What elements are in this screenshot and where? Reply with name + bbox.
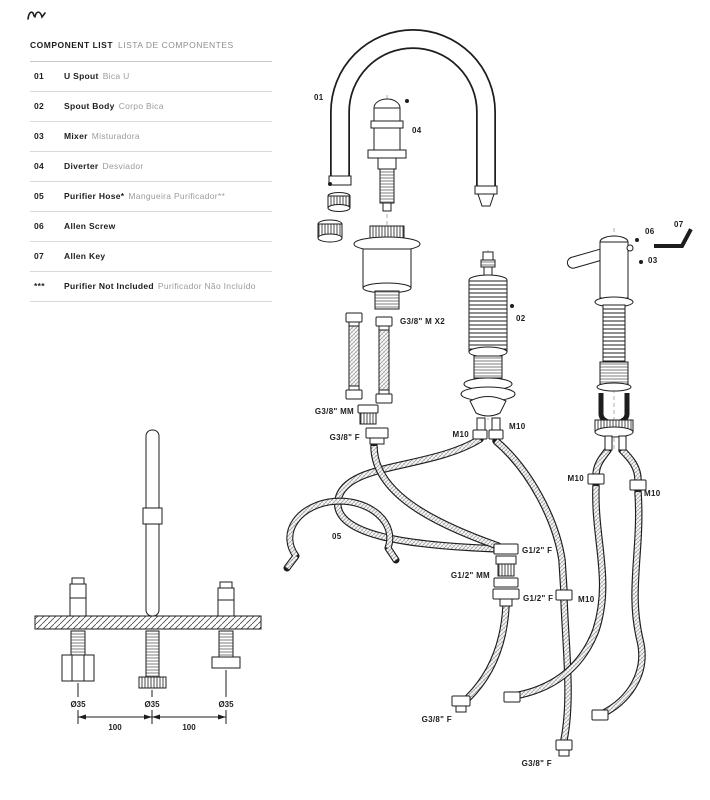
- spout-base-drawing: [353, 225, 421, 310]
- component-row-06: 06 Allen Screw: [30, 212, 272, 242]
- hole-diameter-1: Ø35: [70, 700, 86, 709]
- fitting-label-g12-f-2: G1/2" F: [523, 594, 553, 603]
- fitting-label-m10-4: M10: [644, 489, 661, 498]
- component-name-en: Allen Key: [64, 251, 106, 261]
- component-num: 03: [34, 131, 45, 141]
- component-list-title-pt: LISTA DE COMPONENTES: [118, 40, 234, 50]
- callout-04: 04: [412, 126, 422, 135]
- fitting-label-g38-m-x2: G3/8" M X2: [400, 317, 445, 326]
- fitting-label-m10-2: M10: [509, 422, 526, 431]
- component-name-pt: Mangueira Purificador**: [128, 191, 226, 201]
- component-row-07: 07 Allen Key: [30, 242, 272, 272]
- hose-end-fittings: [451, 691, 609, 757]
- hole-diameter-3: Ø35: [218, 700, 234, 709]
- installation-drawing: Ø35 Ø35 Ø35 100 100: [34, 429, 262, 732]
- component-name-pt: Misturadora: [91, 131, 140, 141]
- mixer-drawing: [566, 228, 693, 491]
- fitting-label-m10-5: M10: [578, 595, 595, 604]
- callout-07: 07: [674, 220, 684, 229]
- fitting-label-m10-3: M10: [568, 474, 585, 483]
- component-name-pt: Bica U: [102, 71, 130, 81]
- component-name-en: U Spout: [64, 71, 99, 81]
- component-name-pt: Desviador: [102, 161, 144, 171]
- fitting-label-g12-f-1: G1/2" F: [522, 546, 552, 555]
- component-name-en: Diverter: [64, 161, 99, 171]
- hole-diameter-2: Ø35: [144, 700, 160, 709]
- component-row-05: 05 Purifier Hose*Mangueira Purificador**: [30, 182, 272, 212]
- callout-03: 03: [648, 256, 658, 265]
- component-name-pt: Corpo Bica: [118, 101, 164, 111]
- u-spout-drawing: [328, 29, 498, 207]
- component-list: COMPONENT LIST LISTA DE COMPONENTES 01 U …: [30, 30, 272, 302]
- component-name-en: Spout Body: [64, 101, 115, 111]
- component-list-header: COMPONENT LIST LISTA DE COMPONENTES: [30, 30, 272, 62]
- callout-01: 01: [314, 93, 324, 102]
- component-name-pt: Purificador Não Incluído: [157, 281, 256, 291]
- component-num: 05: [34, 191, 45, 201]
- fitting-label-m10-1: M10: [453, 430, 470, 439]
- component-num: ***: [34, 281, 45, 291]
- callout-dots: [328, 99, 643, 308]
- component-list-title-en: COMPONENT LIST: [30, 40, 114, 50]
- component-name-en: Purifier Not Included: [64, 281, 154, 291]
- component-name-en: Allen Screw: [64, 221, 116, 231]
- component-num: 07: [34, 251, 45, 261]
- spout-body-drawing: [460, 251, 516, 440]
- brand-mark: [27, 11, 46, 20]
- hole-spacing-1: 100: [108, 723, 122, 732]
- fitting-label-g38-f-3: G3/8" F: [522, 759, 552, 768]
- callout-05: 05: [332, 532, 342, 541]
- component-num: 06: [34, 221, 45, 231]
- adapter-chain: [492, 543, 573, 607]
- aerator-parts: [317, 192, 351, 243]
- diverter-drawing: [367, 98, 407, 212]
- component-num: 02: [34, 101, 45, 111]
- component-name-en: Mixer: [64, 131, 88, 141]
- hole-spacing-2: 100: [182, 723, 196, 732]
- fitting-label-g38-f-1: G3/8" F: [330, 433, 360, 442]
- supply-hoses-short: [345, 312, 393, 445]
- fitting-label-g12-mm: G1/2" MM: [451, 571, 490, 580]
- component-num: 04: [34, 161, 45, 171]
- fitting-label-g38-mm: G3/8" MM: [315, 407, 354, 416]
- diagram-labels: 01 04 02 06 07 03 05 G3/8" M X2 G3/8" MM…: [314, 93, 684, 768]
- component-name-en: Purifier Hose*: [64, 191, 125, 201]
- callout-02: 02: [516, 314, 526, 323]
- component-num: 01: [34, 71, 45, 81]
- fitting-label-g38-f-2: G3/8" F: [422, 715, 452, 724]
- callout-06: 06: [645, 227, 655, 236]
- purifier-hose-coil: [283, 497, 400, 572]
